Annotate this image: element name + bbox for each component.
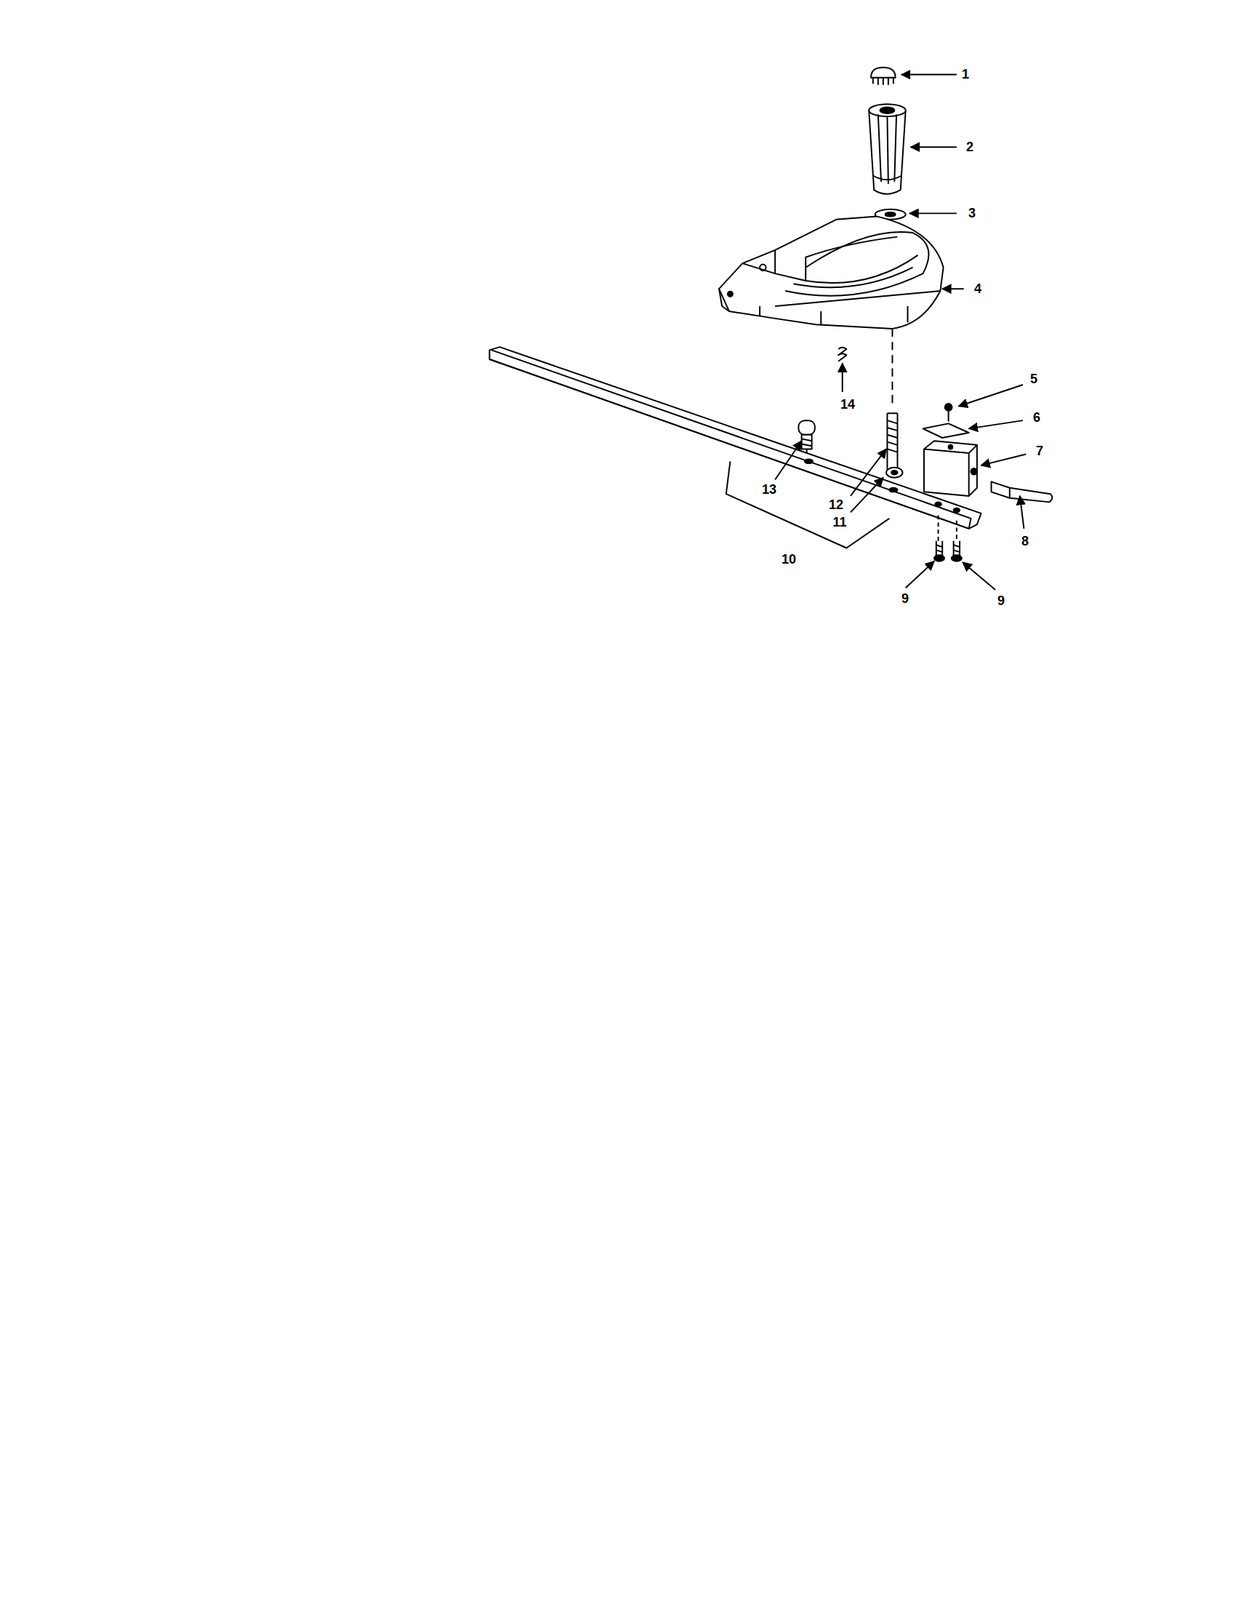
- callout-number: 9: [901, 591, 909, 605]
- callout-number: 13: [761, 482, 777, 496]
- callout-number: 7: [1035, 444, 1044, 458]
- callout-number: 10: [781, 552, 797, 566]
- callout-number: 12: [828, 497, 844, 512]
- callout-number: 9: [997, 593, 1005, 608]
- callout-number: 6: [1033, 410, 1041, 424]
- callout-number: 2: [966, 140, 974, 154]
- callout-number: 8: [1021, 534, 1029, 548]
- callout-number: 1: [961, 67, 970, 81]
- callout-number: 14: [840, 397, 855, 411]
- callout-number: 3: [968, 206, 976, 220]
- callout-number: 4: [974, 282, 982, 296]
- callout-number: 11: [832, 515, 847, 529]
- callout-number: 5: [1030, 372, 1038, 386]
